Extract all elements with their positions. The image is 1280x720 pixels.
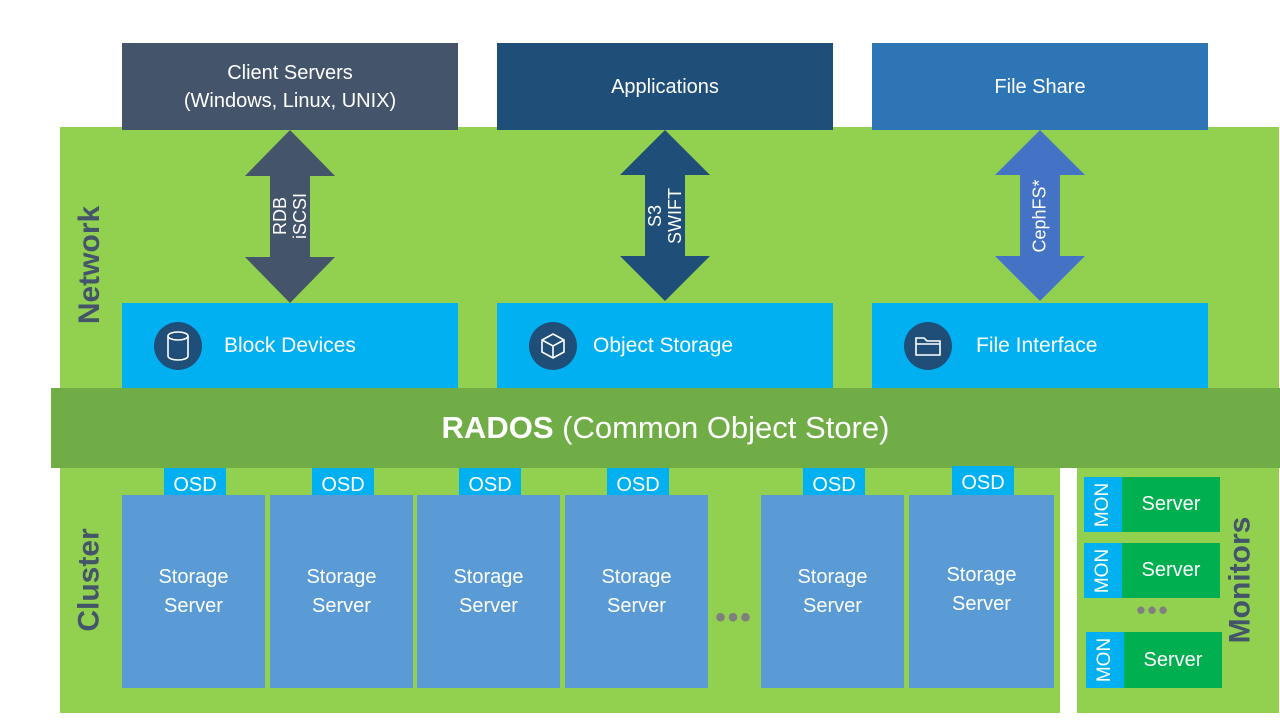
- block-devices-label: Block Devices: [224, 333, 356, 357]
- osd-tag: OSD: [952, 466, 1014, 500]
- client-servers-box: Client Servers (Windows, Linux, UNIX): [122, 43, 458, 130]
- object-storage-label: Object Storage: [593, 333, 734, 357]
- cylinder-icon: [154, 321, 202, 370]
- cephfs-label-wrap: CephFS*: [980, 179, 1100, 252]
- rados-bar: RADOS (Common Object Store): [51, 388, 1280, 468]
- file-interface-label: File Interface: [976, 333, 1098, 357]
- rdb-iscsi-arrow: [245, 130, 335, 303]
- cluster-label: Cluster: [72, 528, 106, 632]
- network-label: Network: [72, 205, 106, 325]
- mon-server: Server: [1122, 543, 1220, 598]
- s3-swift-arrow: [620, 130, 710, 301]
- cephfs-arrow: [995, 130, 1085, 301]
- cube-icon: [529, 321, 577, 370]
- client-servers-subtitle: (Windows, Linux, UNIX): [183, 89, 397, 112]
- mon-server: Server: [1124, 632, 1222, 688]
- applications-title: Applications: [611, 75, 719, 98]
- file-interface-box: File Interface: [872, 303, 1208, 388]
- client-servers-title: Client Servers: [227, 61, 353, 84]
- monitors-label: Monitors: [1223, 516, 1256, 644]
- mon-tag: MON: [1086, 632, 1124, 688]
- monitors-label-wrap: Monitors: [1170, 517, 1280, 644]
- rados-label: RADOS (Common Object Store): [441, 410, 890, 445]
- mon-tag: MON: [1084, 543, 1122, 598]
- object-storage-box: Object Storage: [497, 303, 833, 388]
- file-share-box: File Share: [872, 43, 1208, 130]
- cephfs-label: CephFS*: [1029, 179, 1050, 253]
- cluster-ellipsis: •••: [715, 601, 753, 634]
- applications-box: Applications: [497, 43, 833, 130]
- monitors-ellipsis: •••: [1136, 594, 1170, 625]
- folder-icon: [904, 321, 952, 370]
- mon-server: Server: [1122, 477, 1220, 532]
- file-share-title: File Share: [994, 75, 1086, 98]
- block-devices-box: Block Devices: [122, 303, 458, 388]
- network-label-wrap: Network: [0, 206, 180, 324]
- mon-tag: MON: [1084, 477, 1122, 532]
